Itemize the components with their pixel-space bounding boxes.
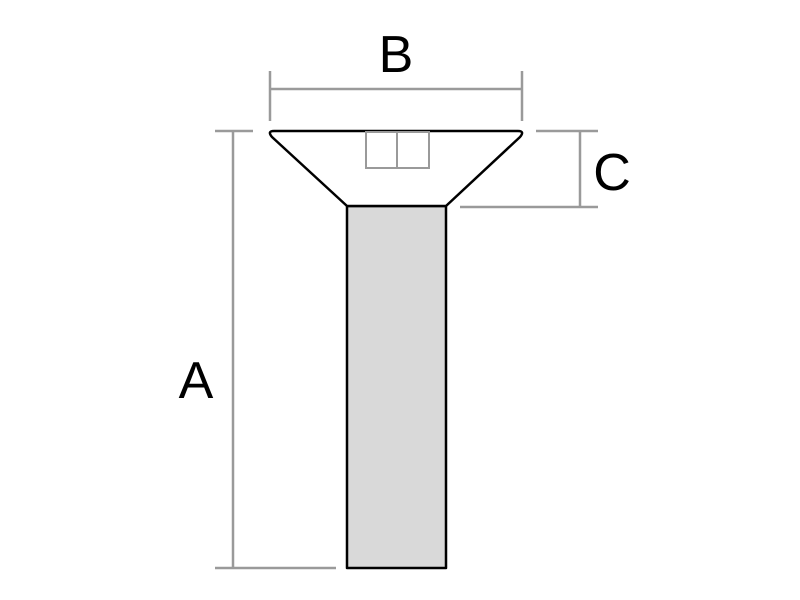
countersunk-screw-icon xyxy=(268,129,524,570)
dimension-b: B xyxy=(268,26,524,121)
dimension-c: C xyxy=(460,129,631,209)
screw-slot xyxy=(365,131,430,169)
screw-shank xyxy=(345,204,448,570)
dimension-b-label: B xyxy=(379,26,414,84)
dimension-c-label: C xyxy=(593,144,631,202)
dimension-a: A xyxy=(179,129,336,570)
dimension-a-label: A xyxy=(179,352,214,410)
